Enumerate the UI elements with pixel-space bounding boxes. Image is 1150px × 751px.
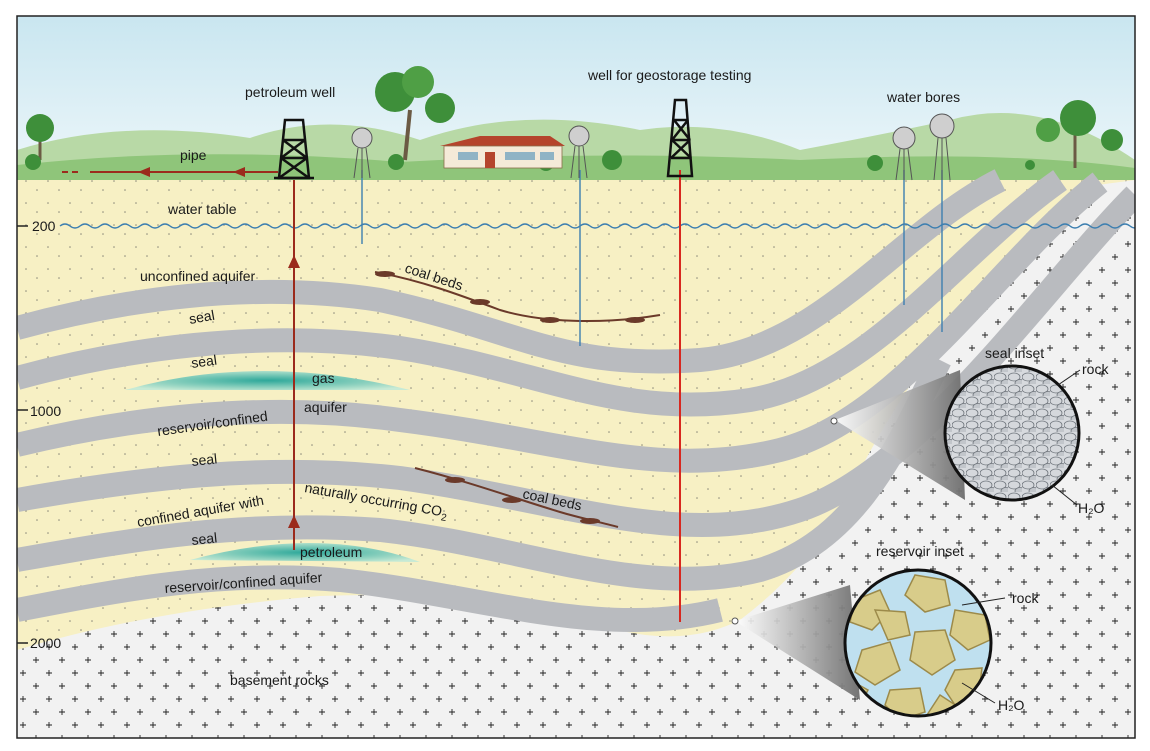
seal-label-4: seal xyxy=(191,529,218,548)
seal-inset xyxy=(943,364,1081,502)
depth-marker-200: 200 xyxy=(32,218,56,234)
petroleum-derrick-icon xyxy=(274,118,314,180)
seal-inset-title: seal inset xyxy=(985,345,1044,361)
frame-border xyxy=(16,15,1136,739)
petroleum-label: petroleum xyxy=(300,544,362,560)
water-bore-lines xyxy=(361,170,943,346)
gas-label: gas xyxy=(312,370,335,386)
geostorage-derrick-icon xyxy=(666,98,694,178)
seal-label-2: seal xyxy=(190,352,218,371)
foreground-hills xyxy=(17,154,1135,182)
inset-leaders xyxy=(961,369,1081,704)
water-bores-label: water bores xyxy=(886,89,960,105)
water-table-line xyxy=(59,223,1135,229)
water-table-label: water table xyxy=(167,201,237,217)
seal-inset-water-label: H₂O xyxy=(1078,500,1105,516)
windmill-icon xyxy=(892,126,916,181)
reservoir-inset-rock-label: rock xyxy=(1012,590,1039,606)
windmill-icon xyxy=(929,113,955,181)
unconfined-aquifer-label: unconfined aquifer xyxy=(140,268,256,284)
seal-label-3: seal xyxy=(191,450,218,469)
basement-rocks-label: basement rocks xyxy=(230,672,329,688)
coal-beds-upper xyxy=(374,271,661,323)
windmill-icon xyxy=(568,125,590,179)
homestead-house xyxy=(440,136,565,169)
seal-inset-rock-label: rock xyxy=(1082,361,1109,377)
pipe xyxy=(62,167,278,177)
trees xyxy=(25,66,1123,171)
seal-layers xyxy=(17,169,1135,633)
aquifer-upper-label: aquifer xyxy=(304,399,347,415)
reservoir-inset-title: reservoir inset xyxy=(876,543,964,559)
seal-inset-cone xyxy=(835,370,965,500)
depth-marker-2000: 2000 xyxy=(30,635,61,651)
geostorage-well-label: well for geostorage testing xyxy=(587,67,751,83)
reservoir-inset-cone xyxy=(735,585,860,700)
petroleum-pocket xyxy=(190,542,420,562)
windmill-icon xyxy=(351,127,373,179)
reservoir-inset-water-label: H₂O xyxy=(998,697,1025,713)
seal-label-1: seal xyxy=(188,307,216,327)
depth-ticks xyxy=(17,225,28,644)
co2-subscript: 2 xyxy=(440,512,448,524)
gas-pocket xyxy=(125,371,410,390)
coal-beds-lower xyxy=(414,467,619,528)
pipe-label: pipe xyxy=(180,147,207,163)
depth-marker-1000: 1000 xyxy=(30,403,61,419)
petroleum-well-label: petroleum well xyxy=(245,84,335,100)
